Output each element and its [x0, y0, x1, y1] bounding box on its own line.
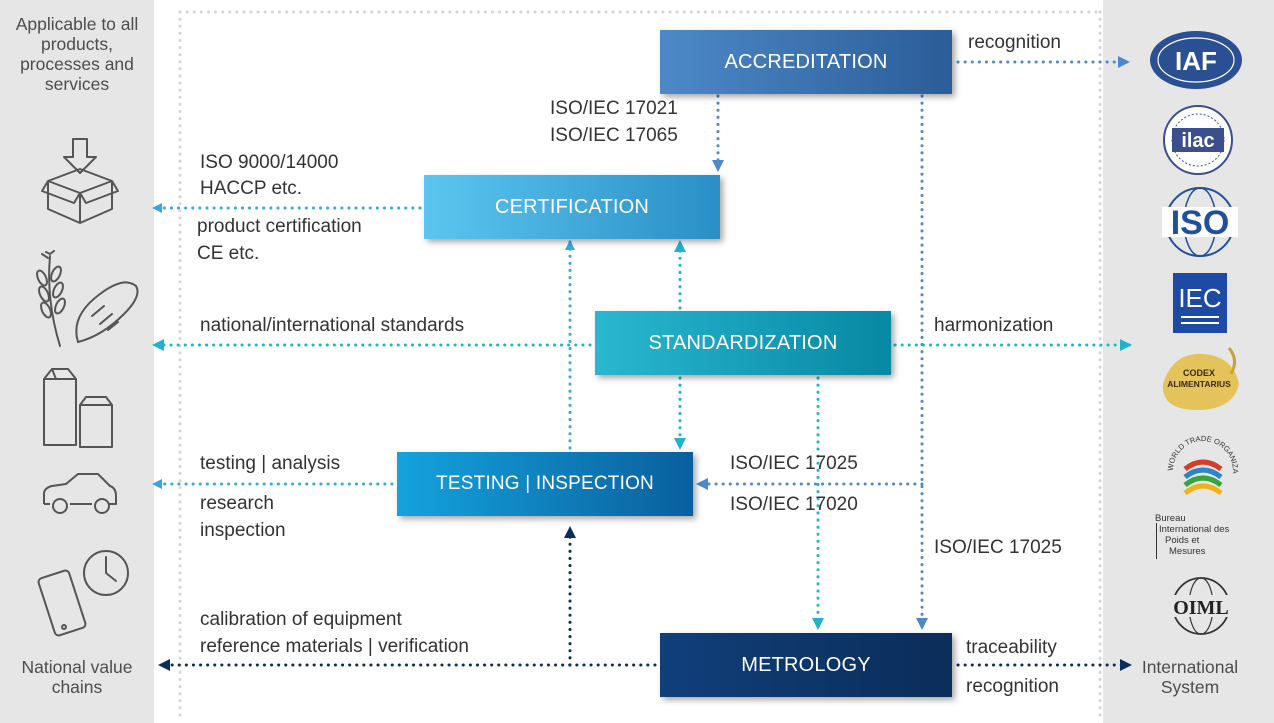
iec-logo-text: IEC	[1178, 283, 1221, 313]
product-certification-label: product certification	[197, 216, 362, 237]
codex-alimentarius-logo: CODEX ALIMENTARIUS	[1143, 344, 1249, 416]
research-label: research	[200, 493, 274, 514]
wheat-bread-icon	[36, 250, 139, 347]
recognition-label-bottom: recognition	[966, 676, 1059, 697]
iso-17020-label: ISO/IEC 17020	[730, 494, 858, 515]
oiml-logo: OIML	[1163, 573, 1239, 639]
ce-label: CE etc.	[197, 243, 260, 264]
iaf-logo: IAF	[1148, 29, 1244, 91]
left-sidebar	[0, 0, 154, 723]
calibration-label: calibration of equipment	[200, 609, 402, 630]
national-standards-label: national/international standards	[200, 315, 465, 336]
bipm-logo: Bureau International des Poids et Mesure…	[1155, 513, 1269, 563]
codex-logo-text-1: CODEX	[1183, 368, 1215, 378]
oiml-logo-text: OIML	[1173, 597, 1229, 619]
certification-box: CERTIFICATION	[424, 175, 720, 239]
iso-17025-label-a: ISO/IEC 17025	[730, 453, 858, 474]
international-system-label: International System	[1141, 657, 1239, 697]
testing-analysis-label: testing | analysis	[200, 453, 341, 474]
iso-logo-text: ISO	[1171, 204, 1230, 242]
iso-17025-label-b: ISO/IEC 17025	[934, 537, 1062, 558]
bipm-logo-text-4: Mesures	[1169, 546, 1206, 557]
bipm-logo-text-2: International des	[1159, 524, 1230, 535]
ilac-logo-text: ilac	[1181, 130, 1214, 152]
bipm-logo-text-3: Poids et	[1165, 535, 1200, 546]
iso-17065-label: ISO/IEC 17065	[550, 125, 678, 146]
wto-logo-text: WORLD TRADE ORGANIZATION	[1163, 425, 1240, 474]
wto-logo: WORLD TRADE ORGANIZATION	[1163, 425, 1243, 505]
box-icon	[41, 138, 119, 224]
codex-logo-text-2: ALIMENTARIUS	[1167, 379, 1231, 389]
car-icon	[43, 473, 117, 514]
accreditation-box: ACCREDITATION	[660, 30, 952, 94]
standardization-box: STANDARDIZATION	[595, 311, 891, 375]
phone-clock-icon	[37, 550, 129, 637]
harmonization-label: harmonization	[934, 315, 1054, 336]
iec-logo: IEC	[1173, 273, 1227, 333]
traceability-label: traceability	[966, 637, 1057, 658]
bipm-logo-text-1: Bureau	[1155, 513, 1186, 524]
ilac-logo: ilac	[1158, 104, 1238, 176]
carton-icon	[43, 368, 113, 448]
left-sidebar-caption: Applicable to all products, processes an…	[15, 14, 139, 94]
inspection-label: inspection	[200, 520, 286, 541]
iaf-logo-text: IAF	[1175, 46, 1217, 76]
iso-17021-label: ISO/IEC 17021	[550, 98, 678, 119]
iso-9000-label: ISO 9000/14000	[200, 152, 339, 173]
metrology-box: METROLOGY	[660, 633, 952, 697]
testing-inspection-box: TESTING | INSPECTION	[397, 452, 693, 516]
bipm-logo-line	[1156, 523, 1157, 559]
national-value-chains-label: National value chains	[21, 657, 133, 697]
haccp-label: HACCP etc.	[200, 178, 303, 199]
recognition-label-top: recognition	[968, 32, 1061, 53]
reference-materials-label: reference materials | verification	[200, 636, 469, 657]
iso-logo: ISO	[1158, 185, 1242, 259]
